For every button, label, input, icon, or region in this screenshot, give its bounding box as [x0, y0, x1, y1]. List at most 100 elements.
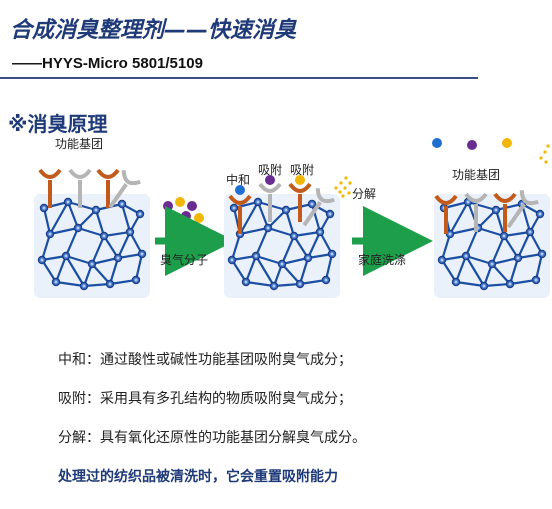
fiber-strand — [65, 255, 85, 287]
fiber-strand — [103, 230, 131, 238]
fiber-strand — [307, 231, 321, 259]
label-decompose: 分解 — [352, 187, 376, 201]
functional-groups-3 — [434, 190, 539, 234]
fiber-node — [241, 277, 251, 287]
fiber-strand — [284, 209, 296, 237]
fiber-strand — [65, 254, 93, 266]
fiber-node — [535, 209, 545, 219]
fiber-strand — [83, 282, 111, 288]
arrow-odor-molecules: 臭气分子 — [155, 206, 235, 276]
fiber-node — [73, 223, 83, 233]
header-divider — [0, 77, 478, 79]
fiber-strand — [490, 235, 506, 265]
fiber-background — [224, 194, 340, 298]
deodorization-diagram: 功能基团 臭气分子 中和 吸附 吸附 分解 — [34, 137, 550, 298]
fiber-node — [289, 231, 299, 241]
fiber-node — [461, 251, 471, 261]
fiber-strand — [64, 227, 80, 257]
fiber-strand — [256, 201, 270, 229]
fiber-strand — [495, 202, 523, 212]
panel-fiber-reset: 功能基团 — [432, 138, 550, 298]
adsorbed-molecule-icon — [295, 175, 305, 185]
fiber-strand — [267, 209, 287, 229]
fiber-strand — [103, 235, 119, 259]
fiber-background — [434, 194, 550, 298]
fiber-node — [281, 205, 291, 215]
fiber-node — [131, 275, 141, 285]
fiber-strand — [454, 255, 468, 283]
fiber-strand — [77, 226, 105, 238]
label-functional-group-2: 功能基团 — [452, 168, 500, 182]
functional-group-orange-icon — [228, 194, 252, 234]
fiber-strand — [54, 255, 68, 283]
fiber-strand — [109, 278, 137, 286]
adsorbed-molecule-icon — [265, 175, 275, 185]
fiber-strand — [477, 209, 497, 229]
fiber-strand — [42, 207, 52, 235]
fiber-strand — [49, 226, 79, 236]
fiber-node — [315, 227, 325, 237]
released-molecules — [432, 138, 550, 164]
functional-group-orange-icon — [288, 182, 312, 222]
fiber-node — [537, 249, 547, 259]
fiber-strand — [491, 256, 519, 266]
fiber-node — [451, 277, 461, 287]
functional-group-gray-icon — [464, 192, 488, 232]
fiber-node — [327, 249, 337, 259]
fiber-node — [91, 205, 101, 215]
fiber-strand — [455, 280, 485, 288]
neutralized-molecule-icon — [235, 185, 245, 195]
fiber-node — [99, 231, 109, 241]
fiber-node — [61, 251, 71, 261]
fiber-strand — [293, 235, 309, 259]
fiber-node — [235, 229, 245, 239]
description-adsorb: 吸附：采用具有多孔结构的物质吸附臭气成分； — [58, 391, 352, 407]
fiber-node — [79, 281, 89, 291]
fiber-strand — [41, 259, 57, 283]
fiber-strand — [267, 226, 295, 238]
fiber-strand — [231, 259, 247, 283]
fiber-strand — [230, 233, 242, 261]
fiber-node — [251, 251, 261, 261]
fiber-strand — [255, 254, 283, 266]
fiber-node — [39, 203, 49, 213]
functional-group-gray-icon — [506, 190, 539, 229]
functional-group-orange-icon — [434, 194, 458, 234]
fiber-node — [87, 259, 97, 269]
fiber-strand — [40, 233, 52, 261]
fiber-strand — [94, 209, 106, 237]
fiber-strand — [90, 235, 106, 265]
fiber-strand — [299, 278, 327, 286]
fiber-node — [63, 197, 73, 207]
fiber-strand — [508, 257, 520, 285]
functional-group-gray-icon — [108, 170, 141, 209]
arrow-home-washing: 家庭洗涤 — [352, 206, 433, 276]
fiber-node — [137, 249, 147, 259]
fiber-node — [229, 203, 239, 213]
fiber-strand — [449, 226, 479, 236]
fiber-strand — [273, 282, 301, 288]
fiber-node — [263, 223, 273, 233]
fiber-strand — [66, 201, 80, 229]
fiber-node — [37, 255, 47, 265]
fiber-strand — [298, 257, 310, 285]
functional-group-gray-icon — [68, 168, 92, 208]
functional-group-orange-icon — [38, 168, 62, 208]
label-adsorb-2: 吸附 — [290, 163, 314, 177]
fiber-strand — [254, 227, 270, 257]
fiber-strand — [49, 201, 69, 235]
fiber-node — [135, 209, 145, 219]
fiber-strand — [449, 201, 469, 235]
fiber-node — [125, 227, 135, 237]
functional-groups-1 — [38, 168, 141, 209]
fiber-node — [113, 253, 123, 263]
functional-group-orange-icon — [96, 168, 120, 208]
functional-group-orange-icon — [493, 192, 517, 232]
fiber-strand — [281, 256, 309, 266]
description-decompose: 分解：具有氧化还原性的功能基团分解臭气成分。 — [58, 430, 366, 446]
fiber-strand — [245, 280, 275, 288]
fiber-node — [325, 209, 335, 219]
functional-groups-2 — [228, 175, 352, 234]
fiber-strand — [91, 256, 119, 266]
fiber-node — [505, 279, 515, 289]
